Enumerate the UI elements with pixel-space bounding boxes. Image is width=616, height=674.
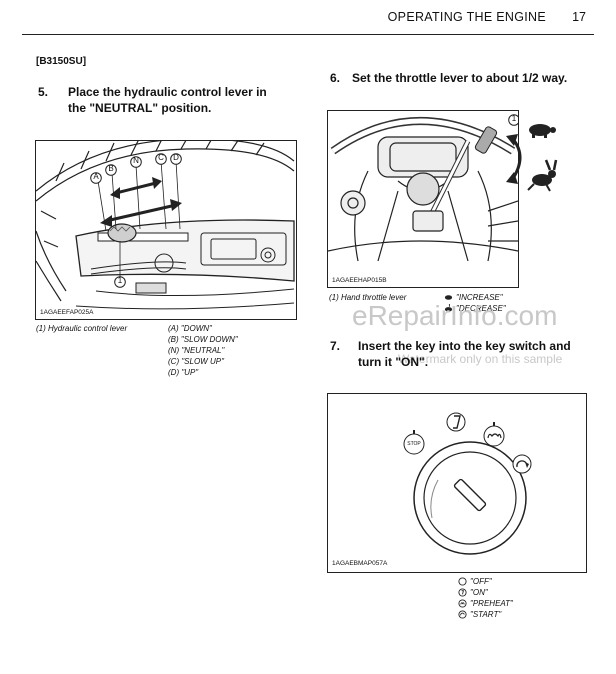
figure-5-caption-item: (1) Hydraulic control lever: [36, 324, 128, 333]
step-7-line-2: turn it "ON".: [358, 355, 429, 369]
figure-6-code: 1AGAEEHAP015B: [332, 277, 387, 284]
figure-key-switch: STOP 1AGAEBMAP057A: [327, 393, 587, 573]
throttle-legend: "INCREASE" "DECREASE": [444, 292, 544, 316]
position-slow-down: (B) "SLOW DOWN": [168, 335, 238, 344]
step-5-line-2: the "NEUTRAL" position.: [68, 101, 212, 115]
step-7: 7. Insert the key into the key switch an…: [330, 338, 600, 372]
step-7-number: 7.: [330, 339, 341, 353]
turtle-icon: [529, 124, 556, 138]
position-neutral: (N) "NEUTRAL": [168, 346, 225, 355]
curved-double-arrow: [506, 134, 522, 184]
callout-A: A: [90, 171, 102, 189]
callout-D: D: [170, 152, 182, 170]
on-icon: [458, 588, 467, 597]
stop-icon: [458, 577, 467, 586]
key-switch-illustration: [403, 412, 532, 555]
stop-icon: [403, 430, 425, 455]
callout-1: 1: [114, 275, 126, 293]
step-6-number: 6.: [330, 71, 341, 85]
hydraulic-lever-illustration: [36, 141, 295, 310]
header-rule: [22, 34, 594, 35]
callout-N: N: [130, 155, 142, 173]
figure-hydraulic-control-lever: A B N C D 1 1AGAEEFAP025A: [35, 140, 297, 320]
step-6: 6. Set the throttle lever to about 1/2 w…: [330, 70, 600, 88]
figure-6-caption-item: (1) Hand throttle lever: [329, 293, 407, 302]
turtle-icon: [444, 295, 453, 300]
start-icon: [512, 454, 532, 474]
callout-C: C: [155, 152, 167, 170]
step-7-line-1: Insert the key into the key switch and: [358, 339, 571, 353]
position-slow-up: (C) "SLOW UP": [168, 357, 224, 366]
position-down: (A) "DOWN": [168, 324, 212, 333]
figure-5-code: 1AGAEEFAP025A: [40, 309, 94, 316]
model-tag: [B3150SU]: [36, 56, 87, 67]
stop-label: STOP: [407, 441, 421, 447]
step-5: 5. Place the hydraulic control lever in …: [38, 84, 318, 118]
page-number: 17: [572, 10, 586, 24]
callout-B: B: [105, 163, 117, 181]
key-switch-legend: "OFF" "ON" "PREHEAT" "START": [458, 576, 548, 622]
speed-indicator-graphic: [506, 124, 558, 192]
step-5-number: 5.: [38, 85, 49, 99]
throttle-callout-1: 1: [508, 113, 518, 131]
on-icon: [446, 412, 466, 432]
position-up: (D) "UP": [168, 368, 199, 377]
preheat-icon: [458, 599, 467, 608]
watermark-main: eRepairInfo.com: [352, 300, 558, 331]
figure-hand-throttle-lever: 1 1AGAEEHAP015B: [327, 110, 519, 288]
start-icon: [458, 610, 467, 619]
rabbit-icon: [527, 159, 558, 192]
step-5-line-1: Place the hydraulic control lever in: [68, 85, 267, 99]
running-header-title: OPERATING THE ENGINE: [387, 10, 546, 24]
watermark-sub: Watermark only on this sample: [398, 352, 563, 366]
figure-7-code: 1AGAEBMAP057A: [332, 560, 388, 567]
throttle-illustration: [328, 117, 518, 262]
figure-5-positions: (A) "DOWN" (B) "SLOW DOWN" (N) "NEUTRAL"…: [168, 323, 238, 378]
rabbit-icon: [444, 304, 453, 312]
step-6-line-1: Set the throttle lever to about 1/2 way.: [352, 71, 568, 85]
preheat-icon: [483, 422, 505, 447]
